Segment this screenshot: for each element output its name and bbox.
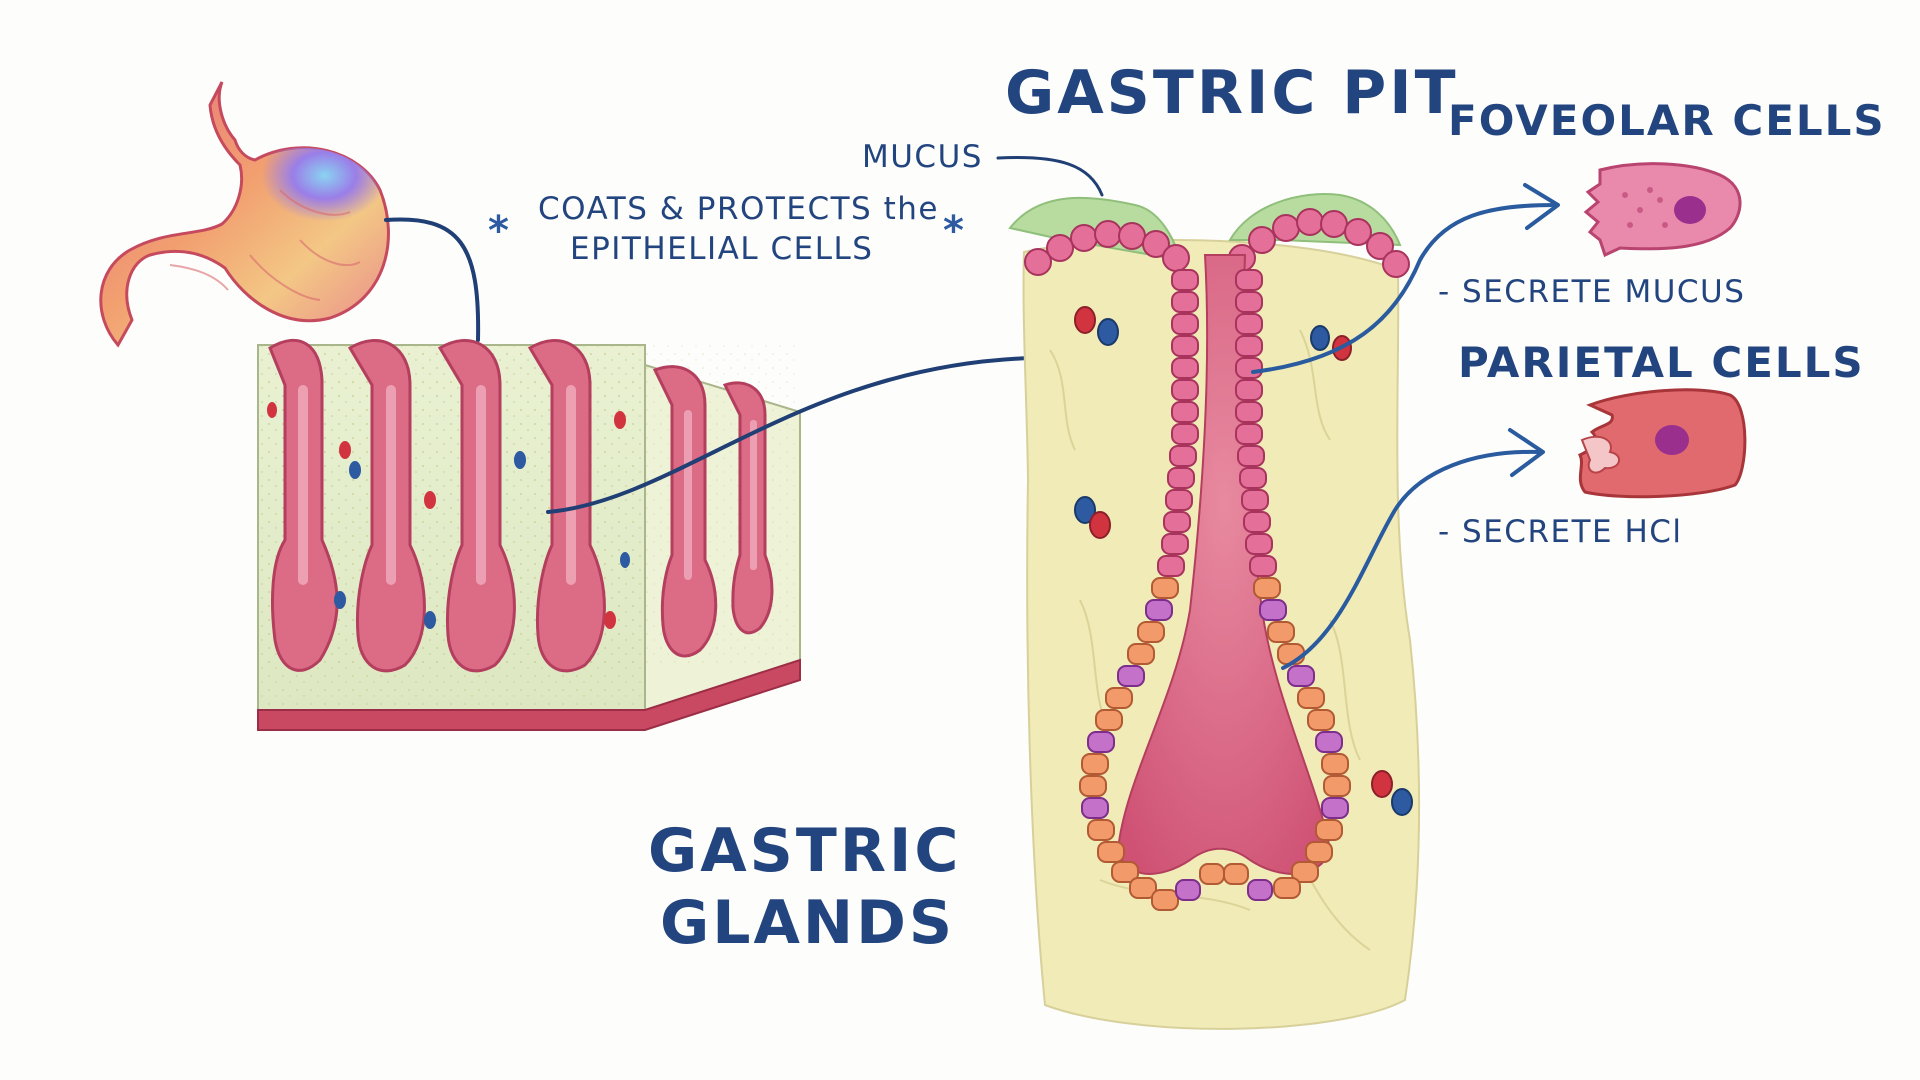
parietal-cells-description: - SECRETE HCl: [1438, 514, 1683, 550]
pit-left-wall: [1157, 269, 1199, 577]
gastric-glands-title-line1: GASTRIC: [648, 816, 962, 886]
parietal-cell-illustration: [1577, 388, 1747, 499]
mucosa-block: [257, 338, 801, 731]
arrow-to-parietal: [1281, 428, 1545, 670]
asterisk-right: *: [943, 208, 964, 254]
gastric-pit-illustration: [1008, 193, 1421, 1030]
parietal-cells-title: PARIETAL CELLS: [1458, 338, 1865, 387]
connector-stomach-to-mucosa: [384, 217, 481, 342]
foveolar-cells-description: - SECRETE MUCUS: [1438, 274, 1746, 310]
foveolar-cell-illustration: [1583, 162, 1742, 258]
connector-mucosa-to-pit: [546, 356, 1034, 514]
coats-protects-line2: EPITHELIAL CELLS: [570, 231, 874, 267]
gastric-glands-title-line2: GLANDS: [660, 888, 956, 958]
foveolar-cells-title: FOVEOLAR CELLS: [1448, 96, 1886, 145]
asterisk-left: *: [488, 208, 509, 254]
mucus-pointer-line: [996, 156, 1104, 197]
pit-right-wall: [1235, 269, 1277, 577]
arrow-to-foveolar: [1251, 183, 1560, 374]
mucus-label: MUCUS: [862, 139, 983, 175]
coats-protects-line1: COATS & PROTECTS the: [538, 191, 939, 227]
stomach-illustration: [99, 81, 390, 348]
gastric-pit-title: GASTRIC PIT: [1005, 58, 1459, 128]
